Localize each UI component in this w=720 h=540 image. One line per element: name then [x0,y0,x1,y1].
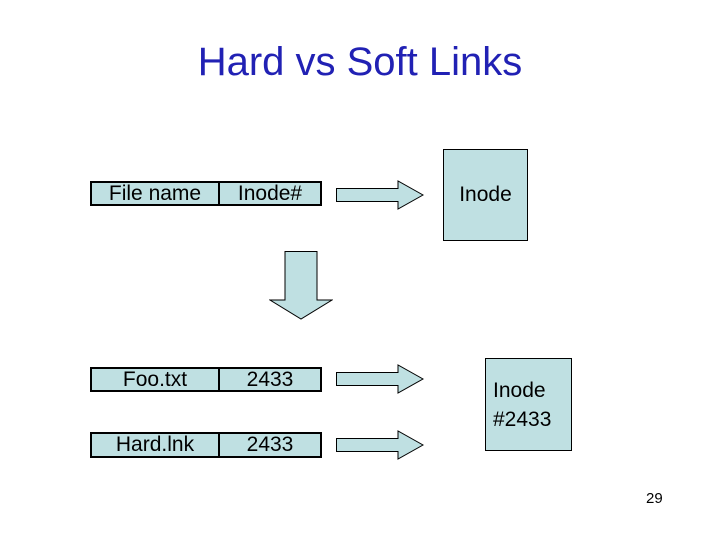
inode-number-cell: 2433 [218,433,320,456]
file-name-header-cell: File name [108,181,202,205]
inode-2433-line2: #2433 [493,407,552,431]
file-name-cell: Hard.lnk [115,433,195,456]
file-table-row-foo: Foo.txt 2433 [90,367,322,392]
right-arrow-icon [336,364,424,394]
page-number: 29 [646,490,663,507]
inode-2433-box-label: Inode #2433 [486,376,551,434]
inode-box-label: Inode [459,183,512,206]
file-name-cell: Foo.txt [122,367,188,391]
slide-title: Hard vs Soft Links [197,40,523,84]
inode-2433-box: Inode #2433 [485,358,572,451]
right-arrow-icon [336,180,424,210]
inode-number-cell: 2433 [218,368,320,391]
inode-2433-line1: Inode [493,378,546,402]
down-arrow-icon [269,251,333,320]
inode-box: Inode [443,149,528,241]
file-table-header-row: File name Inode# [90,181,322,206]
file-table-row-hardlnk: Hard.lnk 2433 [90,432,322,458]
inode-number-header-cell: Inode# [218,182,320,205]
right-arrow-icon [336,430,424,460]
